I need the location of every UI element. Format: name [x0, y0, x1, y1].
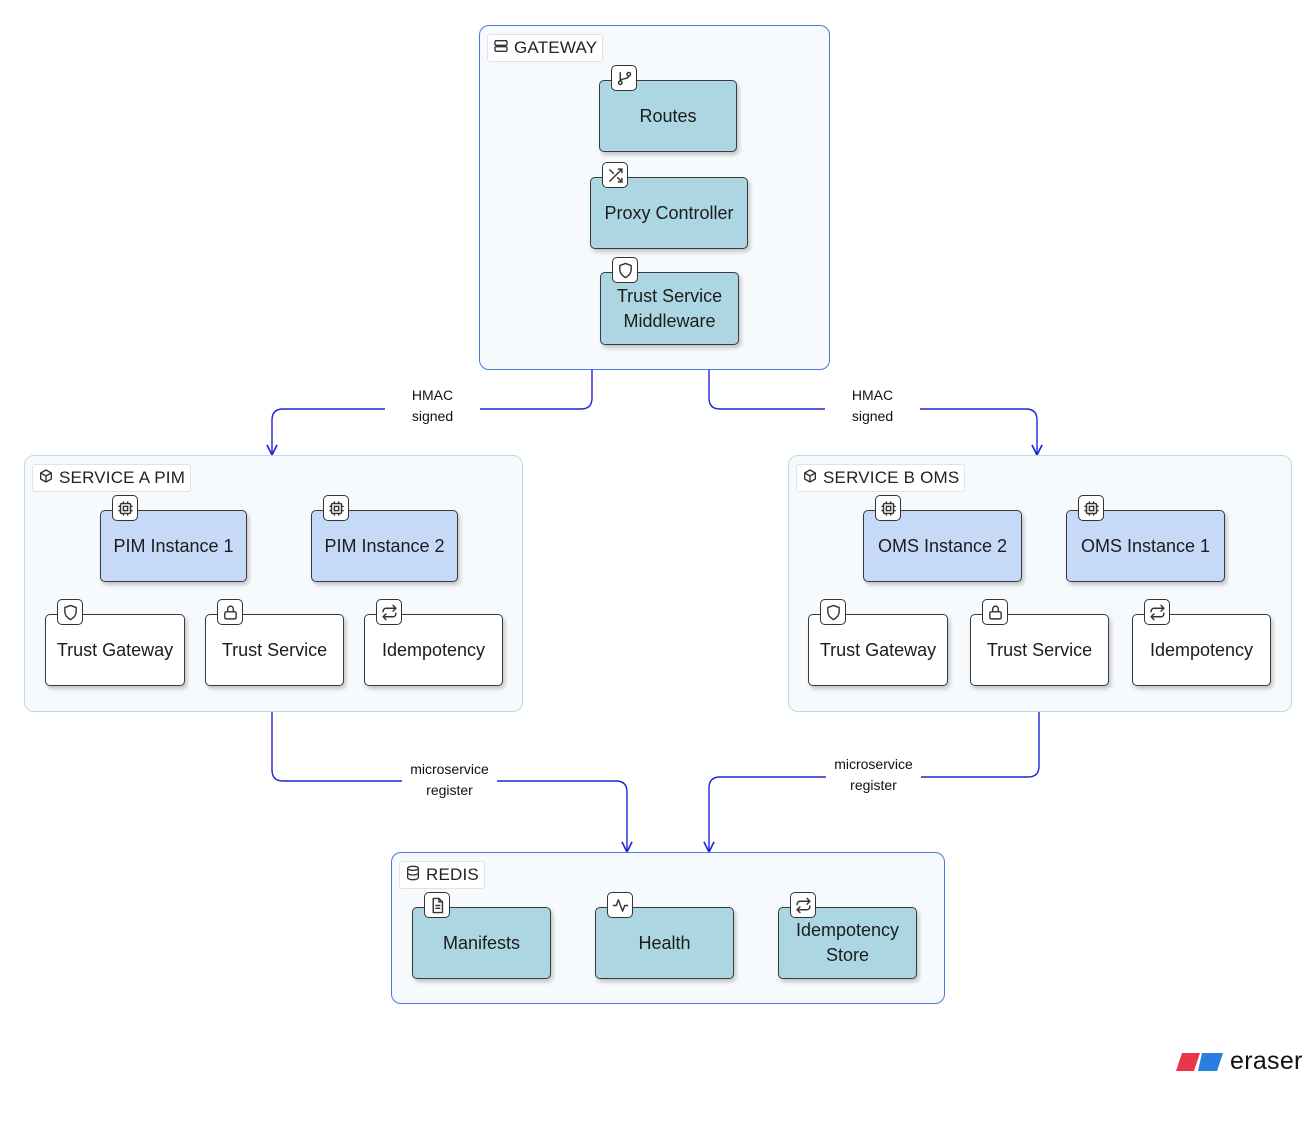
shield-icon: [820, 599, 846, 625]
oms-instance-2-node[interactable]: OMS Instance 2: [863, 510, 1022, 582]
repeat-icon: [1144, 599, 1170, 625]
gateway-group-label: GATEWAY: [487, 34, 604, 62]
health-node[interactable]: Health: [595, 907, 734, 979]
lock-icon: [217, 599, 243, 625]
shield-icon: [57, 599, 83, 625]
proxy-controller-node[interactable]: Proxy Controller: [590, 177, 748, 249]
git-branch-icon: [611, 65, 637, 91]
eraser-logo-mark: [1176, 1052, 1223, 1071]
cpu-icon: [323, 495, 349, 521]
pim-instance-2-node[interactable]: PIM Instance 2: [311, 510, 458, 582]
eraser-logo-text: eraser: [1230, 1047, 1303, 1075]
edge-label-gateway-to-service-a: HMAC signed: [385, 385, 480, 427]
service-a-group-label: SERVICE A PIM: [32, 464, 192, 492]
box-icon: [802, 468, 818, 489]
service-b-trust-gateway-node[interactable]: Trust Gateway: [808, 614, 948, 686]
cpu-icon: [1078, 495, 1104, 521]
pim-instance-1-node[interactable]: PIM Instance 1: [100, 510, 247, 582]
service-b-idempotency-node[interactable]: Idempotency: [1132, 614, 1271, 686]
redis-group-label: REDIS: [399, 861, 485, 889]
trust-service-middleware-node[interactable]: Trust Service Middleware: [600, 272, 739, 345]
server-icon: [493, 38, 509, 59]
service-b-group-label: SERVICE B OMS: [796, 464, 966, 492]
service-b-trust-service-node[interactable]: Trust Service: [970, 614, 1109, 686]
eraser-logo: eraser: [1176, 1047, 1303, 1076]
routes-node[interactable]: Routes: [599, 80, 737, 152]
oms-instance-1-node[interactable]: OMS Instance 1: [1066, 510, 1225, 582]
edge-label-service-b-to-redis: microservice register: [826, 754, 921, 796]
database-icon: [405, 865, 421, 886]
cpu-icon: [875, 495, 901, 521]
manifests-node[interactable]: Manifests: [412, 907, 551, 979]
box-icon: [38, 468, 54, 489]
cpu-icon: [112, 495, 138, 521]
activity-icon: [607, 892, 633, 918]
repeat-icon: [376, 599, 402, 625]
edge-label-gateway-to-service-b: HMAC signed: [825, 385, 920, 427]
service-a-idempotency-node[interactable]: Idempotency: [364, 614, 503, 686]
idempotency-store-node[interactable]: Idempotency Store: [778, 907, 917, 979]
edge-label-service-a-to-redis: microservice register: [402, 759, 497, 801]
repeat-icon: [790, 892, 816, 918]
service-a-trust-service-node[interactable]: Trust Service: [205, 614, 344, 686]
file-text-icon: [424, 892, 450, 918]
shuffle-icon: [602, 162, 628, 188]
lock-icon: [982, 599, 1008, 625]
service-a-trust-gateway-node[interactable]: Trust Gateway: [45, 614, 185, 686]
shield-icon: [612, 257, 638, 283]
